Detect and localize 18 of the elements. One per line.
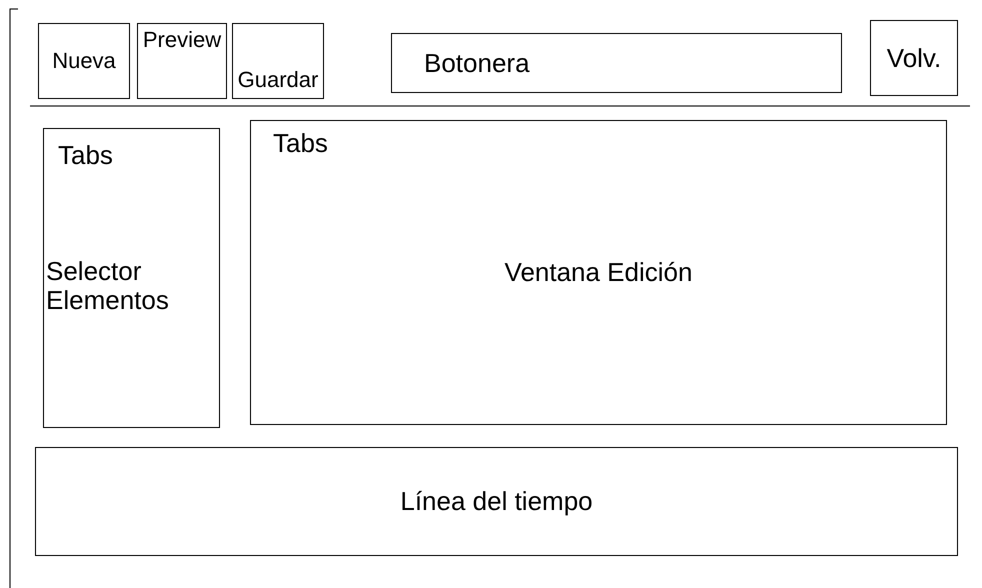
toolbar-panel (391, 33, 842, 93)
panel-label: Ventana Edición (504, 258, 692, 287)
button-box (137, 23, 227, 99)
button-box (232, 23, 324, 99)
panel-label: Guardar (238, 68, 318, 92)
panel-label: Nueva (52, 48, 116, 74)
editor-panel (250, 120, 947, 425)
timeline-panel (35, 447, 958, 556)
selector-panel (43, 128, 220, 428)
panel-label: Línea del tiempo (400, 487, 593, 516)
button-box (38, 23, 130, 99)
panel-label: Volv. (886, 44, 942, 72)
panel-label: Selector Elementos (46, 257, 170, 314)
tab-label: Tabs (273, 129, 328, 158)
panel-label: Preview (142, 28, 222, 52)
panel-label: Botonera (424, 48, 530, 78)
button-box (870, 20, 958, 96)
tab-label: Tabs (58, 141, 113, 170)
